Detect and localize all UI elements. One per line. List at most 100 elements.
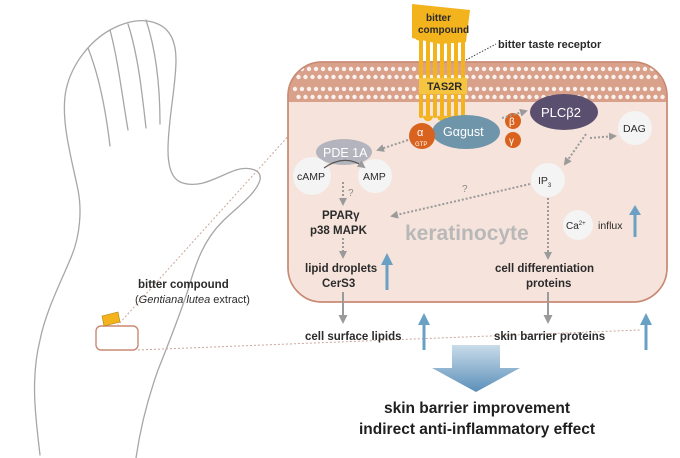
membrane-lipid-head [572, 86, 578, 92]
membrane-lipid-head [548, 74, 553, 80]
lipid-droplets-label: lipid droplets [305, 263, 377, 275]
membrane-lipid-head [506, 94, 511, 100]
membrane-lipid-head [474, 86, 480, 92]
membrane-lipid-head [611, 74, 616, 80]
proteins-label: proteins [526, 278, 571, 290]
membrane-lipid-head [411, 66, 417, 72]
membrane-lipid-head [303, 94, 308, 100]
membrane-lipid-head [345, 74, 350, 80]
skin-barrier-proteins-label: skin barrier proteins [494, 331, 605, 343]
membrane-lipid-head [348, 66, 354, 72]
hand-illustration [33, 19, 261, 458]
membrane-lipid-head [306, 86, 312, 92]
membrane-lipid-head [492, 94, 497, 100]
membrane-lipid-head [397, 86, 403, 92]
svg-text:γ: γ [509, 136, 514, 147]
membrane-lipid-head [513, 74, 518, 80]
membrane-lipid-head [334, 66, 340, 72]
svg-text:bitter: bitter [426, 13, 451, 24]
membrane-lipid-head [313, 66, 319, 72]
membrane-lipid-head [341, 66, 347, 72]
membrane-lipid-head [660, 94, 665, 100]
membrane-lipid-head [621, 86, 627, 92]
membrane-lipid-head [471, 74, 476, 80]
membrane-lipid-head [562, 74, 567, 80]
membrane-lipid-head [415, 94, 420, 100]
membrane-lipid-head [436, 94, 441, 100]
membrane-lipid-head [467, 66, 473, 72]
svg-text:AMP: AMP [363, 171, 386, 183]
membrane-lipid-head [327, 66, 333, 72]
cers3-label: CerS3 [322, 278, 355, 290]
cell-differentiation-label: cell differentiation [495, 263, 594, 275]
membrane-lipid-head [488, 66, 494, 72]
membrane-lipid-head [481, 86, 487, 92]
amp-node [358, 159, 392, 193]
membrane-lipid-head [618, 94, 623, 100]
membrane-lipid-head [597, 94, 602, 100]
membrane-lipid-head [296, 94, 301, 100]
membrane-lipid-head [338, 94, 343, 100]
membrane-lipid-head [597, 74, 602, 80]
influx-label: influx [598, 220, 623, 232]
membrane-lipid-head [390, 66, 396, 72]
membrane-lipid-head [618, 74, 623, 80]
beta-subunit [505, 113, 521, 129]
up-arrow-icon [629, 205, 641, 237]
membrane-lipid-head [502, 66, 508, 72]
membrane-lipid-head [464, 94, 469, 100]
membrane-lipid-head [656, 86, 662, 92]
membrane-lipid-head [369, 66, 375, 72]
membrane-lipid-head [495, 86, 501, 92]
membrane-lipid-head [527, 94, 532, 100]
membrane-lipid-head [488, 86, 494, 92]
camp-to-amp-arc [323, 159, 366, 169]
membrane-lipid-head [485, 94, 490, 100]
alpha-gtp-subunit [409, 123, 435, 149]
membrane-lipid-head [352, 94, 357, 100]
membrane-lipid-head [429, 94, 434, 100]
membrane-lipid-head [481, 66, 487, 72]
membrane-lipid-head [499, 94, 504, 100]
zoom-line-top [116, 131, 293, 327]
membrane-lipid-head [373, 94, 378, 100]
membrane-lipid-head [369, 86, 375, 92]
membrane-lipid-head [366, 94, 371, 100]
up-arrow-icon [418, 313, 430, 350]
membrane-lipid-head [600, 66, 606, 72]
membrane-lipid-head [310, 94, 315, 100]
camp-node [293, 157, 331, 195]
membrane-lipid-head [478, 74, 483, 80]
membrane-lipid-head [635, 86, 641, 92]
svg-text:DAG: DAG [623, 123, 646, 135]
membrane-lipid-head [635, 66, 641, 72]
membrane-lipid-head [516, 86, 522, 92]
membrane-lipid-head [422, 94, 427, 100]
membrane-lipid-head [604, 94, 609, 100]
membrane-lipid-head [313, 86, 319, 92]
gagust-to-plcb2-arrow [501, 108, 528, 119]
membrane-lipid-head [509, 86, 515, 92]
membrane-lipid-head [380, 94, 385, 100]
membrane-lipid-head [310, 74, 315, 80]
membrane-lipid-head [656, 66, 662, 72]
membrane-lipid-head [502, 86, 508, 92]
membrane-lipid-head [537, 66, 543, 72]
receptor-name: TAS2R [427, 81, 462, 93]
membrane-lipid-head [495, 66, 501, 72]
membrane-lipid-head [341, 86, 347, 92]
membrane-lipid-head [516, 66, 522, 72]
membrane-lipid-head [646, 94, 651, 100]
svg-text:GTP: GTP [415, 142, 427, 148]
membrane-lipid-head [390, 86, 396, 92]
membrane-lipid-head [527, 74, 532, 80]
membrane-lipid-head [320, 86, 326, 92]
membrane-lipid-head [411, 86, 417, 92]
hand-outline [33, 19, 261, 458]
pde1a-node [316, 139, 372, 165]
membrane-lipid-head [499, 74, 504, 80]
membrane-lipid-head [383, 86, 389, 92]
membrane-lipid-head [467, 86, 473, 92]
up-arrow-icon [381, 253, 393, 290]
